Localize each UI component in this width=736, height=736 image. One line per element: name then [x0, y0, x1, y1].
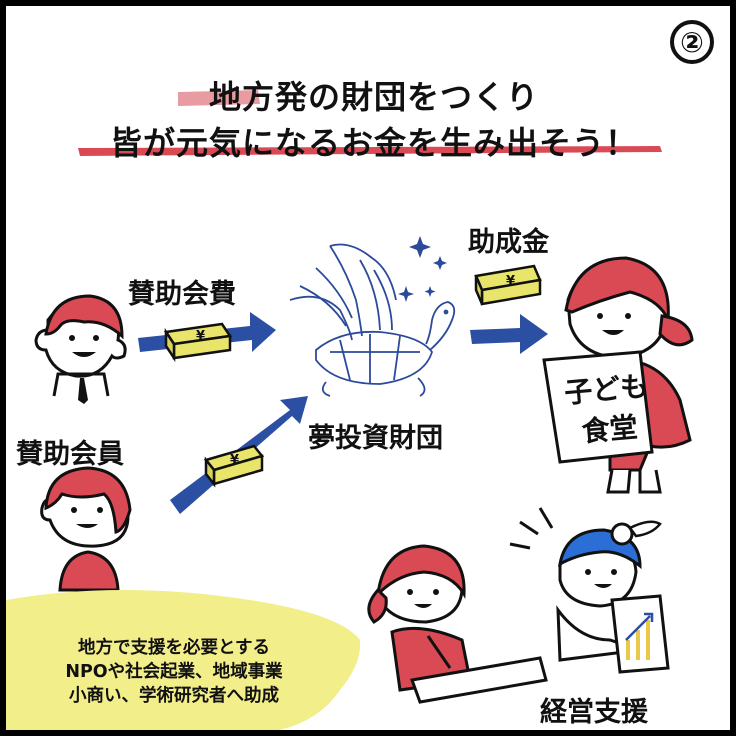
sponsor-fee-label: 賛助会費 [128, 279, 236, 310]
kids-cafeteria-sign: 子ども 食堂 [563, 366, 654, 453]
arrow-foundation-to-grant [470, 314, 548, 354]
illustration-panel: ¥ ¥ ¥ [6, 6, 730, 730]
money-stack-3: ¥ [474, 264, 542, 306]
bubble-line-1: 地方で支援を必要とする [78, 638, 270, 658]
money-stack-1: ¥ [163, 322, 233, 363]
title-highlight-1 [178, 90, 260, 106]
sign-line-1: 子ども [562, 369, 650, 410]
title-highlight-2 [78, 146, 662, 156]
grant-recipient-girl [542, 256, 694, 494]
foundation-label: 夢投資財団 [308, 423, 443, 454]
svg-text:¥: ¥ [196, 329, 205, 344]
winged-turtle-logo [289, 243, 456, 397]
step-number-badge: ② [670, 20, 714, 64]
grant-label: 助成金 [468, 227, 549, 258]
sponsor-member-person [40, 466, 132, 592]
bubble-text: 地方で支援を必要とする NPOや社会起業、地域事業 小商い、学術研究者へ助成 [24, 636, 324, 708]
svg-text:¥: ¥ [230, 453, 239, 468]
management-support-people [367, 507, 670, 704]
sponsor-member-label: 賛助会員 [16, 439, 124, 470]
money-stack-2: ¥ [203, 444, 265, 488]
sponsor-fee-person [34, 294, 127, 404]
svg-text:¥: ¥ [506, 274, 515, 289]
bubble-line-3: 小商い、学術研究者へ助成 [69, 686, 279, 706]
title-line-2: 皆が元気になるお金を生み出そう！ [109, 124, 638, 162]
sign-line-2: 食堂 [580, 410, 640, 449]
sparkle-icons [398, 236, 447, 302]
info-bubble [6, 590, 361, 730]
management-support-label: 経営支援 [540, 697, 648, 728]
title-line-1: 地方発の財団をつくり [208, 78, 539, 116]
bubble-line-2: NPOや社会起業、地域事業 [65, 662, 283, 682]
illustration-art: ¥ ¥ ¥ [6, 90, 694, 730]
